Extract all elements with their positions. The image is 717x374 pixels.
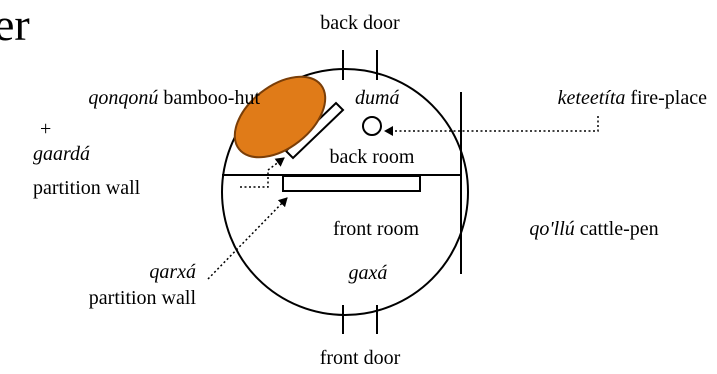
- gaxa-label: gaxá: [349, 262, 388, 284]
- gaarda-leader-line: [240, 157, 285, 188]
- fireplace-gloss: fire-place: [630, 87, 707, 109]
- duma-label: dumá: [355, 87, 399, 109]
- fireplace-circle: [362, 116, 382, 136]
- fireplace-leader-line: [384, 116, 599, 136]
- qarxa-partition-wall: [282, 175, 421, 192]
- partial-heading: er: [0, 0, 30, 50]
- outer-wall-circle: [221, 68, 469, 316]
- bamboo-hut-term: qonqonú: [88, 87, 158, 109]
- cattle-pen-gloss: cattle-pen: [580, 218, 659, 240]
- front-room-label: front room: [333, 218, 420, 240]
- cattle-pen-term: qo'llú: [529, 218, 574, 240]
- gaarda-term: gaardá: [33, 143, 90, 165]
- plus-sign: +: [40, 118, 51, 140]
- qarxa-term: qarxá: [149, 261, 196, 283]
- cattle-pen-label: qo'llú cattle-pen: [529, 218, 658, 240]
- bamboo-hut-shape: [233, 75, 327, 159]
- front-door-label: front door: [320, 347, 401, 369]
- back-room-label: back room: [330, 146, 415, 168]
- qarxa-leader-line: [207, 197, 288, 280]
- back-door-label: back door: [320, 12, 400, 34]
- gaarda-gloss: partition wall: [33, 177, 141, 199]
- qarxa-gloss: partition wall: [89, 287, 197, 309]
- fireplace-label: keteetíta fire-place: [558, 87, 707, 109]
- fireplace-term: keteetíta: [558, 87, 626, 109]
- bamboo-hut-gloss: bamboo-hut: [163, 87, 260, 109]
- bamboo-hut-label: qonqonú bamboo-hut: [88, 87, 260, 109]
